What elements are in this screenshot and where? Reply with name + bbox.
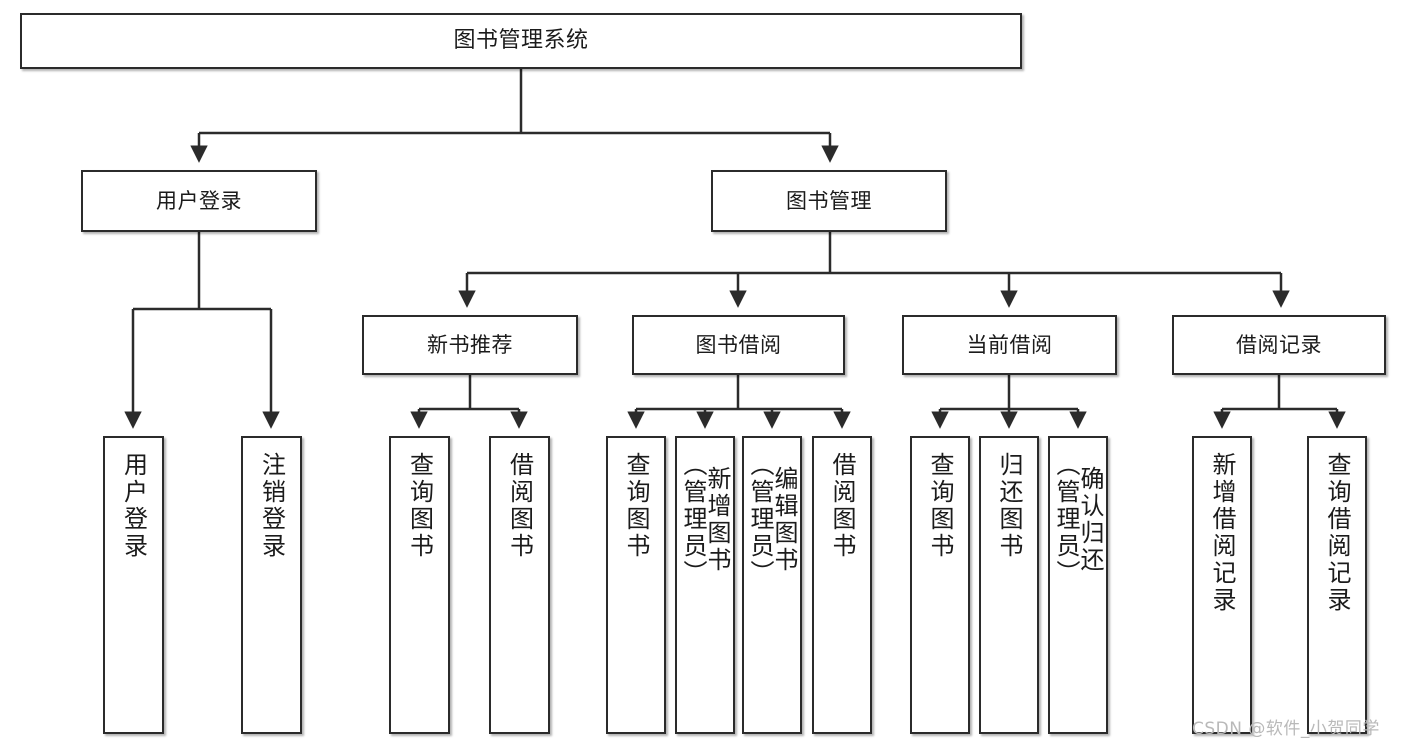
node-leaf-edit-book[interactable]: 编辑图书 （管理员） bbox=[742, 436, 802, 734]
node-user-login[interactable]: 用户登录 bbox=[81, 170, 317, 232]
node-book-manage-label: 图书管理 bbox=[786, 188, 872, 213]
node-leaf-query-book-b-label: 查询图书 bbox=[622, 452, 650, 560]
node-root[interactable]: 图书管理系统 bbox=[20, 13, 1022, 69]
node-new-book-recommend-label: 新书推荐 bbox=[427, 332, 513, 357]
node-leaf-query-book-c-label: 查询图书 bbox=[926, 452, 954, 560]
node-leaf-query-book-a-label: 查询图书 bbox=[405, 452, 434, 560]
node-leaf-borrow-book-b[interactable]: 借阅图书 bbox=[812, 436, 872, 734]
node-leaf-query-book-b[interactable]: 查询图书 bbox=[606, 436, 666, 734]
node-leaf-query-book-a[interactable]: 查询图书 bbox=[389, 436, 450, 734]
node-leaf-return-book[interactable]: 归还图书 bbox=[979, 436, 1039, 734]
node-leaf-user-login[interactable]: 用户登录 bbox=[103, 436, 164, 734]
node-borrow-record[interactable]: 借阅记录 bbox=[1172, 315, 1386, 375]
node-leaf-logout-label: 注销登录 bbox=[257, 452, 286, 560]
node-leaf-add-book[interactable]: 新增图书 （管理员） bbox=[675, 436, 735, 734]
node-new-book-recommend[interactable]: 新书推荐 bbox=[362, 315, 578, 375]
node-current-borrow[interactable]: 当前借阅 bbox=[902, 315, 1117, 375]
node-leaf-borrow-book-b-label: 借阅图书 bbox=[828, 452, 856, 560]
node-book-borrow-label: 图书借阅 bbox=[695, 332, 782, 357]
node-leaf-logout[interactable]: 注销登录 bbox=[241, 436, 302, 734]
node-leaf-confirm-return-label: 确认归还 （管理员） bbox=[1052, 452, 1104, 587]
node-leaf-query-book-c[interactable]: 查询图书 bbox=[910, 436, 970, 734]
node-leaf-edit-book-label: 编辑图书 （管理员） bbox=[746, 452, 798, 587]
node-leaf-return-book-label: 归还图书 bbox=[995, 452, 1023, 560]
node-leaf-user-login-label: 用户登录 bbox=[119, 452, 148, 560]
node-leaf-borrow-book-a-label: 借阅图书 bbox=[505, 452, 534, 560]
node-leaf-confirm-return[interactable]: 确认归还 （管理员） bbox=[1048, 436, 1108, 734]
node-leaf-add-book-label: 新增图书 （管理员） bbox=[679, 452, 731, 587]
node-book-manage[interactable]: 图书管理 bbox=[711, 170, 947, 232]
node-user-login-label: 用户登录 bbox=[156, 188, 242, 213]
node-borrow-record-label: 借阅记录 bbox=[1236, 332, 1322, 357]
node-leaf-add-record-label: 新增借阅记录 bbox=[1208, 452, 1236, 614]
node-leaf-add-record[interactable]: 新增借阅记录 bbox=[1192, 436, 1252, 734]
node-leaf-query-record[interactable]: 查询借阅记录 bbox=[1307, 436, 1367, 734]
node-root-label: 图书管理系统 bbox=[453, 28, 589, 54]
node-current-borrow-label: 当前借阅 bbox=[966, 332, 1053, 357]
node-book-borrow[interactable]: 图书借阅 bbox=[632, 315, 845, 375]
node-leaf-query-record-label: 查询借阅记录 bbox=[1323, 452, 1351, 614]
node-leaf-borrow-book-a[interactable]: 借阅图书 bbox=[489, 436, 550, 734]
